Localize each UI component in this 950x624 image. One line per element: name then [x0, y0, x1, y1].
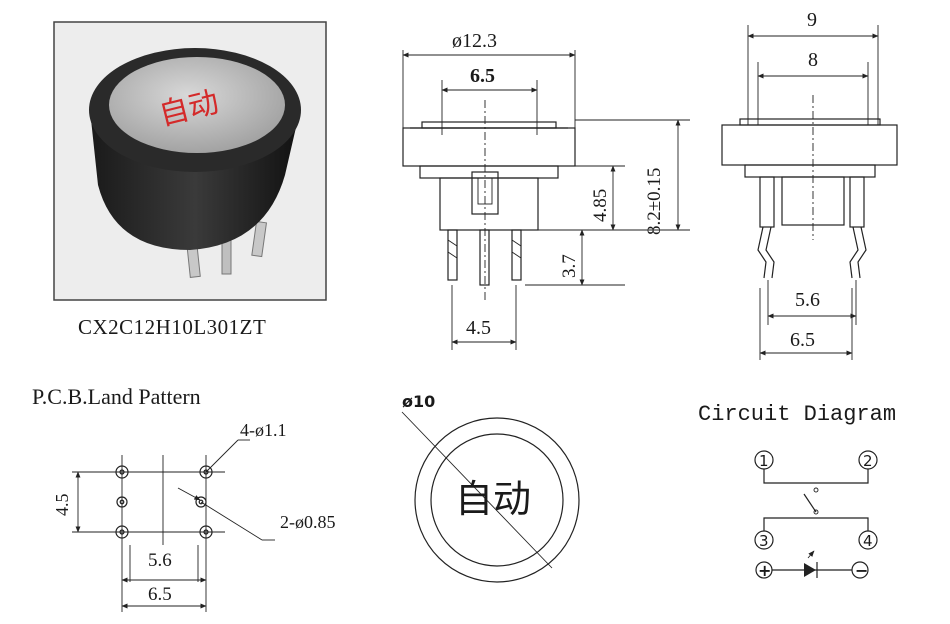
front-dim-pin: 3.7	[559, 254, 580, 278]
pcb-pattern-drawing	[72, 439, 275, 612]
pcb-dim-outer: 6.5	[148, 584, 172, 605]
circuit-pin-1: 1	[759, 452, 769, 470]
circuit-pin-3: 3	[759, 532, 769, 550]
product-photo: 自动	[53, 21, 327, 301]
pcb-hole-large: 4-ø1.1	[240, 420, 287, 440]
side-view-drawing	[721, 25, 898, 360]
front-dim-inner: 6.5	[470, 65, 495, 87]
pcb-title: P.C.B.Land Pattern	[32, 384, 201, 409]
top-view-diameter: ø10	[402, 392, 435, 411]
circuit-pin-2: 2	[863, 452, 873, 470]
circuit-plus: +	[758, 561, 771, 580]
circuit-minus: −	[855, 561, 868, 580]
side-dim-top: 9	[807, 9, 817, 31]
front-dim-pitch: 4.5	[466, 317, 491, 339]
circuit-pin-4: 4	[863, 532, 873, 550]
pcb-hole-small: 2-ø0.85	[280, 512, 336, 532]
side-dim-pin-inner: 5.6	[795, 289, 820, 311]
circuit-drawing	[754, 450, 878, 579]
front-view-drawing	[402, 50, 690, 350]
model-number: CX2C12H10L301ZT	[78, 315, 266, 339]
side-dim-pin-outer: 6.5	[790, 329, 815, 351]
front-dim-height: 8.2±0.15	[644, 168, 665, 235]
top-view-cap-text: 自动	[455, 477, 531, 521]
side-dim-inner: 8	[808, 49, 818, 71]
circuit-title: Circuit Diagram	[698, 402, 896, 427]
pcb-dim-inner: 5.6	[148, 550, 172, 571]
top-view-drawing	[401, 411, 580, 583]
pcb-dim-vertical: 4.5	[52, 494, 72, 517]
front-dim-body: 4.85	[590, 189, 611, 222]
front-dim-diameter: ø12.3	[452, 30, 497, 52]
